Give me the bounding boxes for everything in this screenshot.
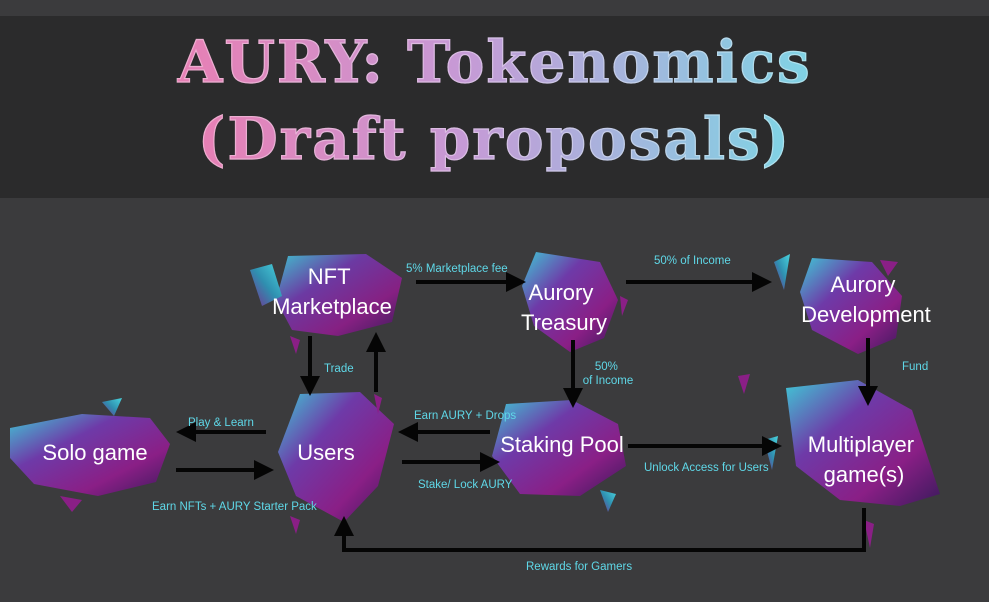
edge-label-stake-lock-line-1: Stake/ Lock AURY (418, 479, 513, 491)
edge-label-trade-line-1: Trade (324, 363, 354, 375)
users-shard-small (290, 516, 300, 534)
crystal-shapes (10, 252, 940, 548)
edge-labels: 5% Marketplace fee 50% of Income 50% of … (152, 255, 928, 573)
solo-game-crystal (10, 414, 170, 496)
node-multiplayer-games-line-1: Multiplayer (808, 432, 914, 457)
edge-label-earn-aury-line-1: Earn AURY + Drops (414, 410, 516, 422)
edge-label-rewards-line-1: Rewards for Gamers (526, 561, 632, 573)
diagram-title: AURY: Tokenomics (0, 27, 989, 96)
node-multiplayer-games-line-2: game(s) (824, 462, 905, 487)
node-aurory-treasury: Aurory Treasury (521, 280, 607, 335)
solo-game-shard (102, 398, 122, 416)
nft-marketplace-shard-small (290, 336, 300, 354)
title-line-2: (Draft proposals) (197, 104, 792, 173)
multiplayer-shard-small (864, 520, 874, 548)
node-aurory-development: Aurory Development (801, 272, 931, 327)
arrows (176, 272, 878, 552)
users-crystal (278, 392, 394, 522)
solo-game-shard-small (60, 496, 82, 512)
node-staking-pool: Staking Pool (500, 432, 624, 457)
nft-marketplace-shard (250, 264, 282, 306)
edge-label-nft-to-treasury-line-1: 5% Marketplace fee (406, 263, 508, 275)
node-labels: NFT Marketplace Aurory Treasury Aurory D… (42, 264, 930, 487)
staking-pool-shard (600, 490, 616, 512)
node-aurory-treasury-line-2: Treasury (521, 310, 607, 335)
edge-label-treasury-to-development: 50% of Income (654, 255, 731, 267)
edge-label-rewards: Rewards for Gamers (526, 561, 632, 573)
users-shard (374, 394, 382, 414)
node-nft-marketplace-line-1: NFT (308, 264, 350, 289)
edge-label-unlock-access: Unlock Access for Users (644, 462, 769, 474)
node-aurory-development-line-1: Aurory (831, 272, 896, 297)
edge-label-unlock-access-line-1: Unlock Access for Users (644, 462, 769, 474)
title-line-1: AURY: Tokenomics (177, 27, 812, 96)
multiplayer-crystal (786, 380, 940, 506)
edge-label-earn-aury: Earn AURY + Drops (414, 410, 516, 422)
aurory-development-shard-small (880, 260, 898, 276)
edge-label-fund: Fund (902, 361, 928, 373)
aurory-treasury-crystal (522, 252, 618, 352)
staking-pool-crystal (492, 400, 626, 496)
node-users: Users (297, 440, 354, 465)
node-aurory-treasury-line-1: Aurory (529, 280, 594, 305)
node-solo-game: Solo game (42, 440, 147, 465)
edge-label-treasury-to-development-line-1: 50% of Income (654, 255, 731, 267)
edge-label-earn-nfts-line-1: Earn NFTs + AURY Starter Pack (152, 501, 317, 513)
node-staking-pool-line-1: Staking Pool (500, 432, 624, 457)
edge-label-nft-to-treasury: 5% Marketplace fee (406, 263, 508, 275)
edge-label-play-learn: Play & Learn (188, 417, 254, 429)
node-users-line-1: Users (297, 440, 354, 465)
aurory-development-shard (774, 254, 790, 290)
title-band (0, 16, 989, 198)
edge-label-fund-line-1: Fund (902, 361, 928, 373)
nft-marketplace-crystal (276, 254, 402, 336)
edge-label-play-learn-line-1: Play & Learn (188, 417, 254, 429)
edge-label-treasury-to-staking-line-1: 50% (595, 361, 618, 373)
diagram-subtitle: (Draft proposals) (0, 104, 989, 173)
edge-label-trade: Trade (324, 363, 354, 375)
aurory-treasury-shard (620, 296, 628, 316)
node-nft-marketplace-line-2: Marketplace (272, 294, 392, 319)
edge-label-stake-lock: Stake/ Lock AURY (418, 479, 513, 491)
arrow-multiplayer-to-users (334, 508, 866, 552)
node-aurory-development-line-2: Development (801, 302, 931, 327)
aurory-development-crystal (800, 258, 902, 354)
node-nft-marketplace: NFT Marketplace (272, 264, 392, 319)
edge-label-earn-nfts: Earn NFTs + AURY Starter Pack (152, 501, 317, 513)
node-solo-game-line-1: Solo game (42, 440, 147, 465)
staking-pool-shard-small (738, 374, 750, 394)
edge-label-treasury-to-staking-line-2: of Income (583, 375, 634, 387)
node-multiplayer-games: Multiplayer game(s) (808, 432, 921, 487)
edge-label-treasury-to-staking: 50% of Income (583, 361, 634, 387)
